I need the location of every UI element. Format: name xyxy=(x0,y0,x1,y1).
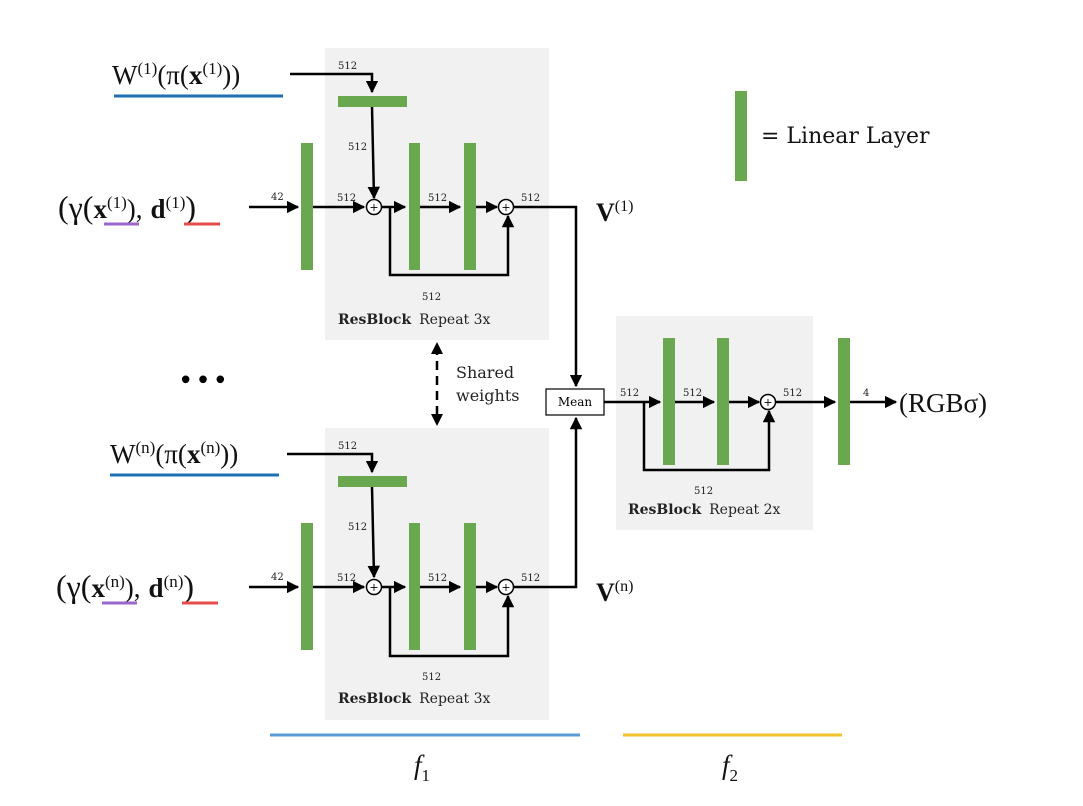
dim-label: 512 xyxy=(428,193,447,204)
v-label-bottom: V(n) xyxy=(596,578,633,607)
dim-label: 512 xyxy=(428,573,447,584)
resblock-panel-f2 xyxy=(616,316,813,530)
dim-label: 512 xyxy=(348,142,367,153)
dim-label: 512 xyxy=(337,573,356,584)
feature-linear-layer-top xyxy=(338,96,407,107)
add-symbol: + xyxy=(369,201,378,214)
add-node xyxy=(365,578,383,596)
dim-label: 512 xyxy=(348,522,367,533)
output-wire-bottom xyxy=(514,416,583,589)
add-symbol: + xyxy=(501,201,510,214)
dim-label: 4 xyxy=(863,388,869,399)
dim-label: 512 xyxy=(338,61,357,72)
dim-label: 512 xyxy=(337,193,356,204)
resblock-linear-layer-2-bottom xyxy=(464,523,476,650)
feature-down-wire-bottom xyxy=(367,486,380,579)
dim-label: 512 xyxy=(338,441,357,452)
v-label-top: V(1) xyxy=(596,198,633,227)
add-symbol: + xyxy=(501,581,510,594)
rgb-sigma-output: (RGBσ) xyxy=(899,388,987,418)
add-symbol: + xyxy=(369,581,378,594)
dim-label: 512 xyxy=(521,193,540,204)
add-node xyxy=(759,393,777,411)
feature-down-wire-top xyxy=(367,106,381,200)
skip-connection-top xyxy=(388,207,515,277)
legend-linear-layer xyxy=(735,91,747,181)
ellipsis: ••• xyxy=(178,366,230,396)
bottom-branch: W(n)(π(x(n))) 512 512 (γ(x(n)),d(n)) 42 … xyxy=(56,416,633,707)
shared-label-line2: weights xyxy=(456,386,519,405)
resblock-linear-layer-1-bottom xyxy=(409,523,420,650)
dim-label: 512 xyxy=(422,672,441,683)
add-symbol: + xyxy=(763,396,772,409)
dim-label: 512 xyxy=(694,486,713,497)
input-linear-layer-bottom xyxy=(301,523,313,650)
resblock-linear-layer-2-top xyxy=(464,143,476,270)
dim-label: 512 xyxy=(783,388,802,399)
shared-arrowhead-up xyxy=(431,342,443,354)
dim-label: 512 xyxy=(422,292,441,303)
dim-label: 42 xyxy=(271,192,284,203)
add-node xyxy=(365,198,383,216)
output-wire-top xyxy=(514,205,583,388)
feature-wire-bottom xyxy=(287,452,379,474)
dim-label: 512 xyxy=(521,573,540,584)
skip-connection-bottom xyxy=(388,587,515,658)
f2-linear-layer-1 xyxy=(663,338,675,465)
feature-wire-top xyxy=(290,72,379,94)
dim-label: 512 xyxy=(683,388,702,399)
mean-box xyxy=(545,388,605,416)
f2-label: f2 xyxy=(722,750,738,785)
top-branch: W(1)(π(x(1))) 512 512 (γ(x(1)),d(1)) 42 … xyxy=(58,59,633,388)
add-node xyxy=(497,578,515,596)
mean-label: Mean xyxy=(558,395,593,409)
dim-label: 42 xyxy=(271,572,284,583)
position-input-bottom: (γ(x(n)),d(n)) xyxy=(56,568,194,604)
shared-label-line1: Shared xyxy=(456,363,514,382)
input-linear-layer-top xyxy=(301,143,313,270)
f1-label: f1 xyxy=(414,750,430,785)
f2-linear-layer-2 xyxy=(717,338,729,465)
legend-label: = Linear Layer xyxy=(761,124,930,149)
add-node xyxy=(497,198,515,216)
skip-connection-f2 xyxy=(642,402,776,472)
feature-input-top: W(1)(π(x(1))) xyxy=(112,59,240,90)
shared-arrowhead-down xyxy=(431,414,443,426)
position-input-top: (γ(x(1)),d(1)) xyxy=(58,189,196,225)
feature-input-bottom: W(n)(π(x(n))) xyxy=(110,438,238,469)
resblock-linear-layer-1-top xyxy=(409,143,420,270)
output-linear-layer xyxy=(838,338,850,465)
dim-label: 512 xyxy=(620,388,639,399)
feature-linear-layer-bottom xyxy=(338,476,407,487)
